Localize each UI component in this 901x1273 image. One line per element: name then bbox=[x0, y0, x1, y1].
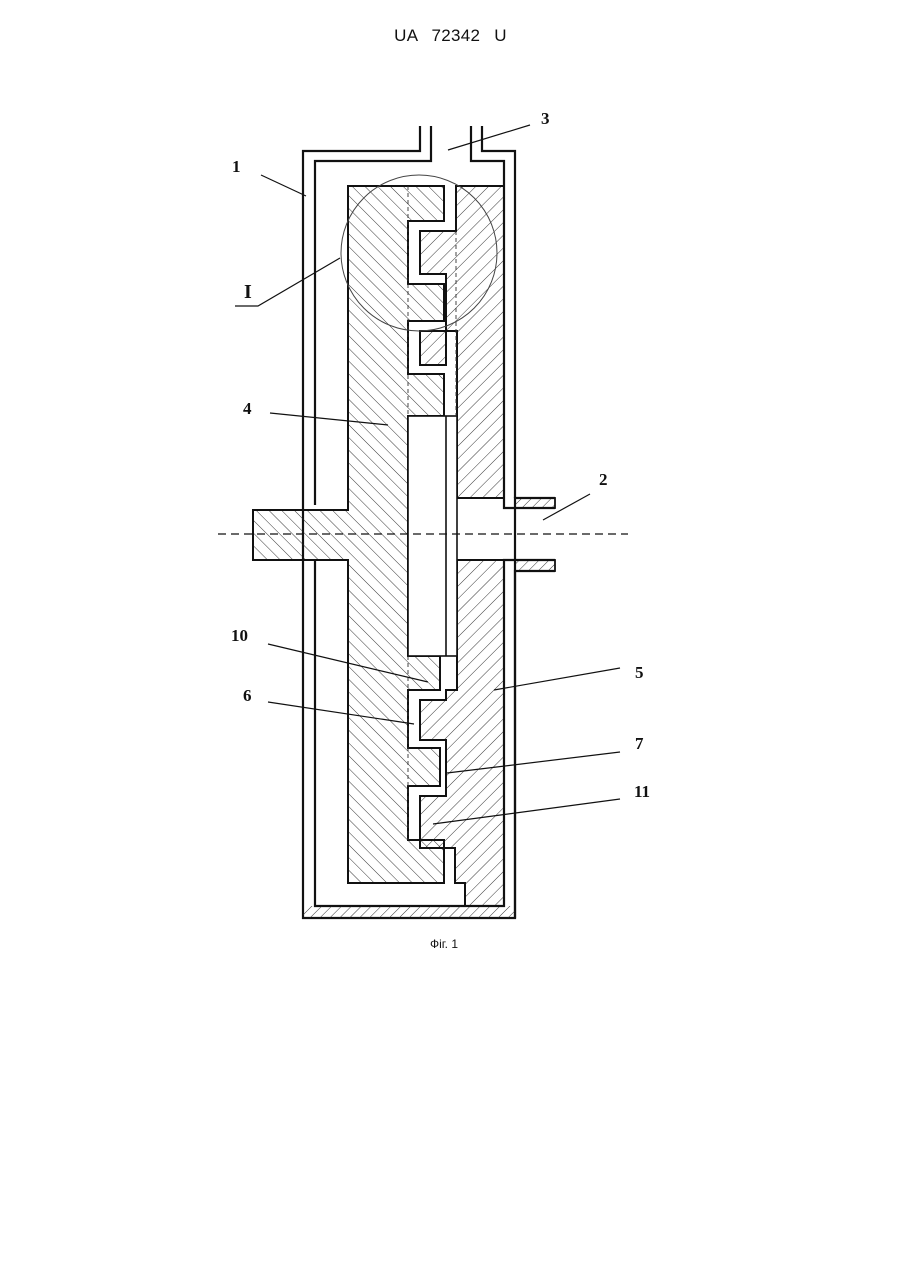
label-3: 3 bbox=[541, 109, 550, 128]
central-gap bbox=[408, 416, 457, 656]
label-2: 2 bbox=[599, 470, 608, 489]
label-1: 1 bbox=[232, 157, 241, 176]
label-5: 5 bbox=[635, 663, 644, 682]
label-6: 6 bbox=[243, 686, 252, 705]
label-i: I bbox=[244, 281, 252, 303]
housing-bottom-band bbox=[303, 906, 515, 918]
label-4: 4 bbox=[243, 399, 252, 418]
label-7: 7 bbox=[635, 734, 644, 753]
figure-caption: Фiг. 1 bbox=[430, 937, 458, 951]
label-10: 10 bbox=[231, 626, 248, 645]
label-11: 11 bbox=[634, 782, 650, 801]
